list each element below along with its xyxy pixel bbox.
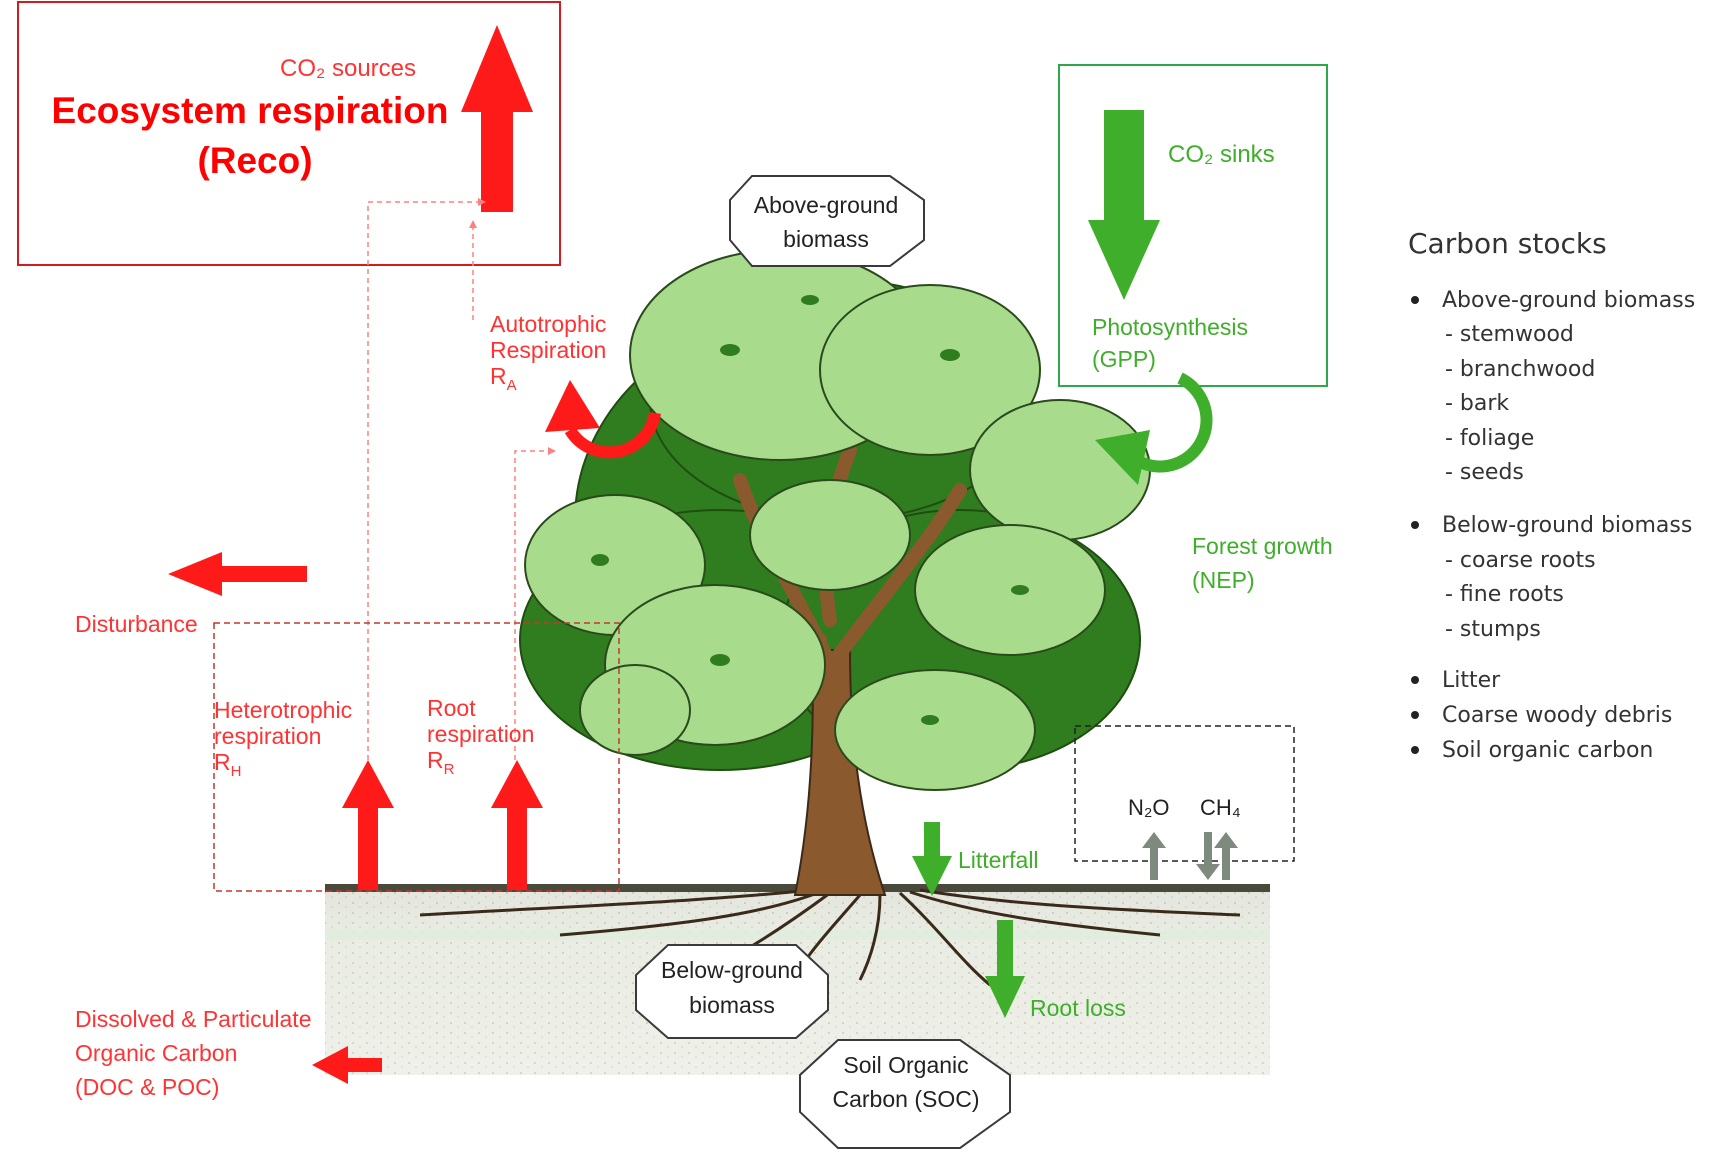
bullet-icon [1411, 296, 1419, 304]
above-ground-label: Above-ground [754, 192, 899, 218]
root-loss-arrow [985, 920, 1025, 1018]
stock-sub-item: - bark [1445, 391, 1509, 416]
doc-label-3: (DOC & POC) [75, 1074, 219, 1100]
heterotrophic-label-2: respiration [214, 723, 321, 749]
stock-group-label: Below-ground biomass [1442, 513, 1692, 538]
below-ground-label: Below-ground [661, 957, 803, 983]
reco-title-abbrev: (Reco) [197, 140, 312, 181]
bullet-icon [1411, 746, 1419, 754]
forest-growth-label: Forest growth [1192, 533, 1333, 559]
stock-group-label: Soil organic carbon [1442, 738, 1653, 763]
root-respiration-label: Root [427, 695, 476, 721]
stock-sub-item: - foliage [1445, 426, 1534, 451]
litterfall-arrow [912, 822, 952, 896]
autotrophic-label: Autotrophic [490, 311, 606, 337]
disturbance-arrow [168, 552, 307, 596]
above-ground-biomass-pool: Above-ground biomass [729, 175, 925, 267]
roots [419, 888, 1241, 991]
doc-arrow [312, 1046, 382, 1084]
reco-title: Ecosystem respiration [52, 90, 449, 131]
doc-label-2: Organic Carbon [75, 1040, 237, 1066]
autotrophic-symbol: RA [490, 363, 517, 394]
soil-organic-carbon-pool: Soil Organic Carbon (SOC) [799, 1039, 1011, 1149]
stock-sub-item: - stumps [1445, 617, 1541, 642]
ch4-label: CH₄ [1200, 795, 1241, 820]
carbon-stocks-legend: Carbon stocks Above-ground biomass - ste… [1408, 227, 1695, 763]
stock-group-label: Coarse woody debris [1442, 703, 1672, 728]
carbon-stocks-heading: Carbon stocks [1408, 227, 1607, 260]
n2o-label: N₂O [1128, 795, 1170, 820]
root-loss-label: Root loss [1030, 995, 1126, 1021]
soc-label: Soil Organic [843, 1052, 968, 1078]
nep-label: (NEP) [1192, 567, 1255, 593]
soc-label-2: Carbon (SOC) [833, 1086, 980, 1112]
bullet-icon [1411, 711, 1419, 719]
litterfall-label: Litterfall [958, 847, 1039, 873]
stock-sub-item: - seeds [1445, 460, 1524, 485]
trace-gas-box [1074, 725, 1295, 862]
gas-flux-arrows [1142, 832, 1238, 880]
bullet-icon [1411, 676, 1419, 684]
below-ground-biomass-pool: Below-ground biomass [635, 944, 829, 1039]
heterotrophic-arrow [342, 760, 394, 890]
root-respiration-label-2: respiration [427, 721, 534, 747]
root-respiration-arrow [491, 760, 543, 890]
stock-sub-item: - fine roots [1445, 582, 1564, 607]
heterotrophic-symbol: RH [214, 749, 241, 780]
stock-sub-item: - coarse roots [1445, 548, 1596, 573]
stock-group-label: Litter [1442, 668, 1501, 693]
forest-growth-arrow [1095, 372, 1213, 485]
gpp-label: (GPP) [1092, 346, 1156, 372]
above-ground-label-2: biomass [783, 226, 869, 252]
tree [519, 249, 1151, 896]
autotrophic-label-2: Respiration [490, 337, 606, 363]
co2-sinks-label: CO₂ sinks [1168, 141, 1275, 168]
disturbance-label: Disturbance [75, 611, 198, 637]
photosynthesis-label: Photosynthesis [1092, 314, 1248, 340]
below-ground-label-2: biomass [689, 992, 775, 1018]
heterotrophic-label: Heterotrophic [214, 697, 352, 723]
reco-up-arrow [461, 25, 533, 212]
soil-respiration-box [213, 622, 620, 892]
autotrophic-arrow [545, 380, 661, 459]
respiration-connectors [367, 201, 548, 760]
co2-sources-label: CO₂ sources [280, 55, 416, 82]
root-respiration-symbol: RR [427, 747, 455, 778]
reco-box [17, 1, 561, 266]
stock-sub-item: - branchwood [1445, 357, 1595, 382]
doc-label: Dissolved & Particulate [75, 1006, 312, 1032]
stock-group-label: Above-ground biomass [1442, 288, 1695, 313]
bullet-icon [1411, 521, 1419, 529]
co2-sinks-arrow [1088, 110, 1160, 300]
stock-sub-item: - stemwood [1445, 322, 1574, 347]
